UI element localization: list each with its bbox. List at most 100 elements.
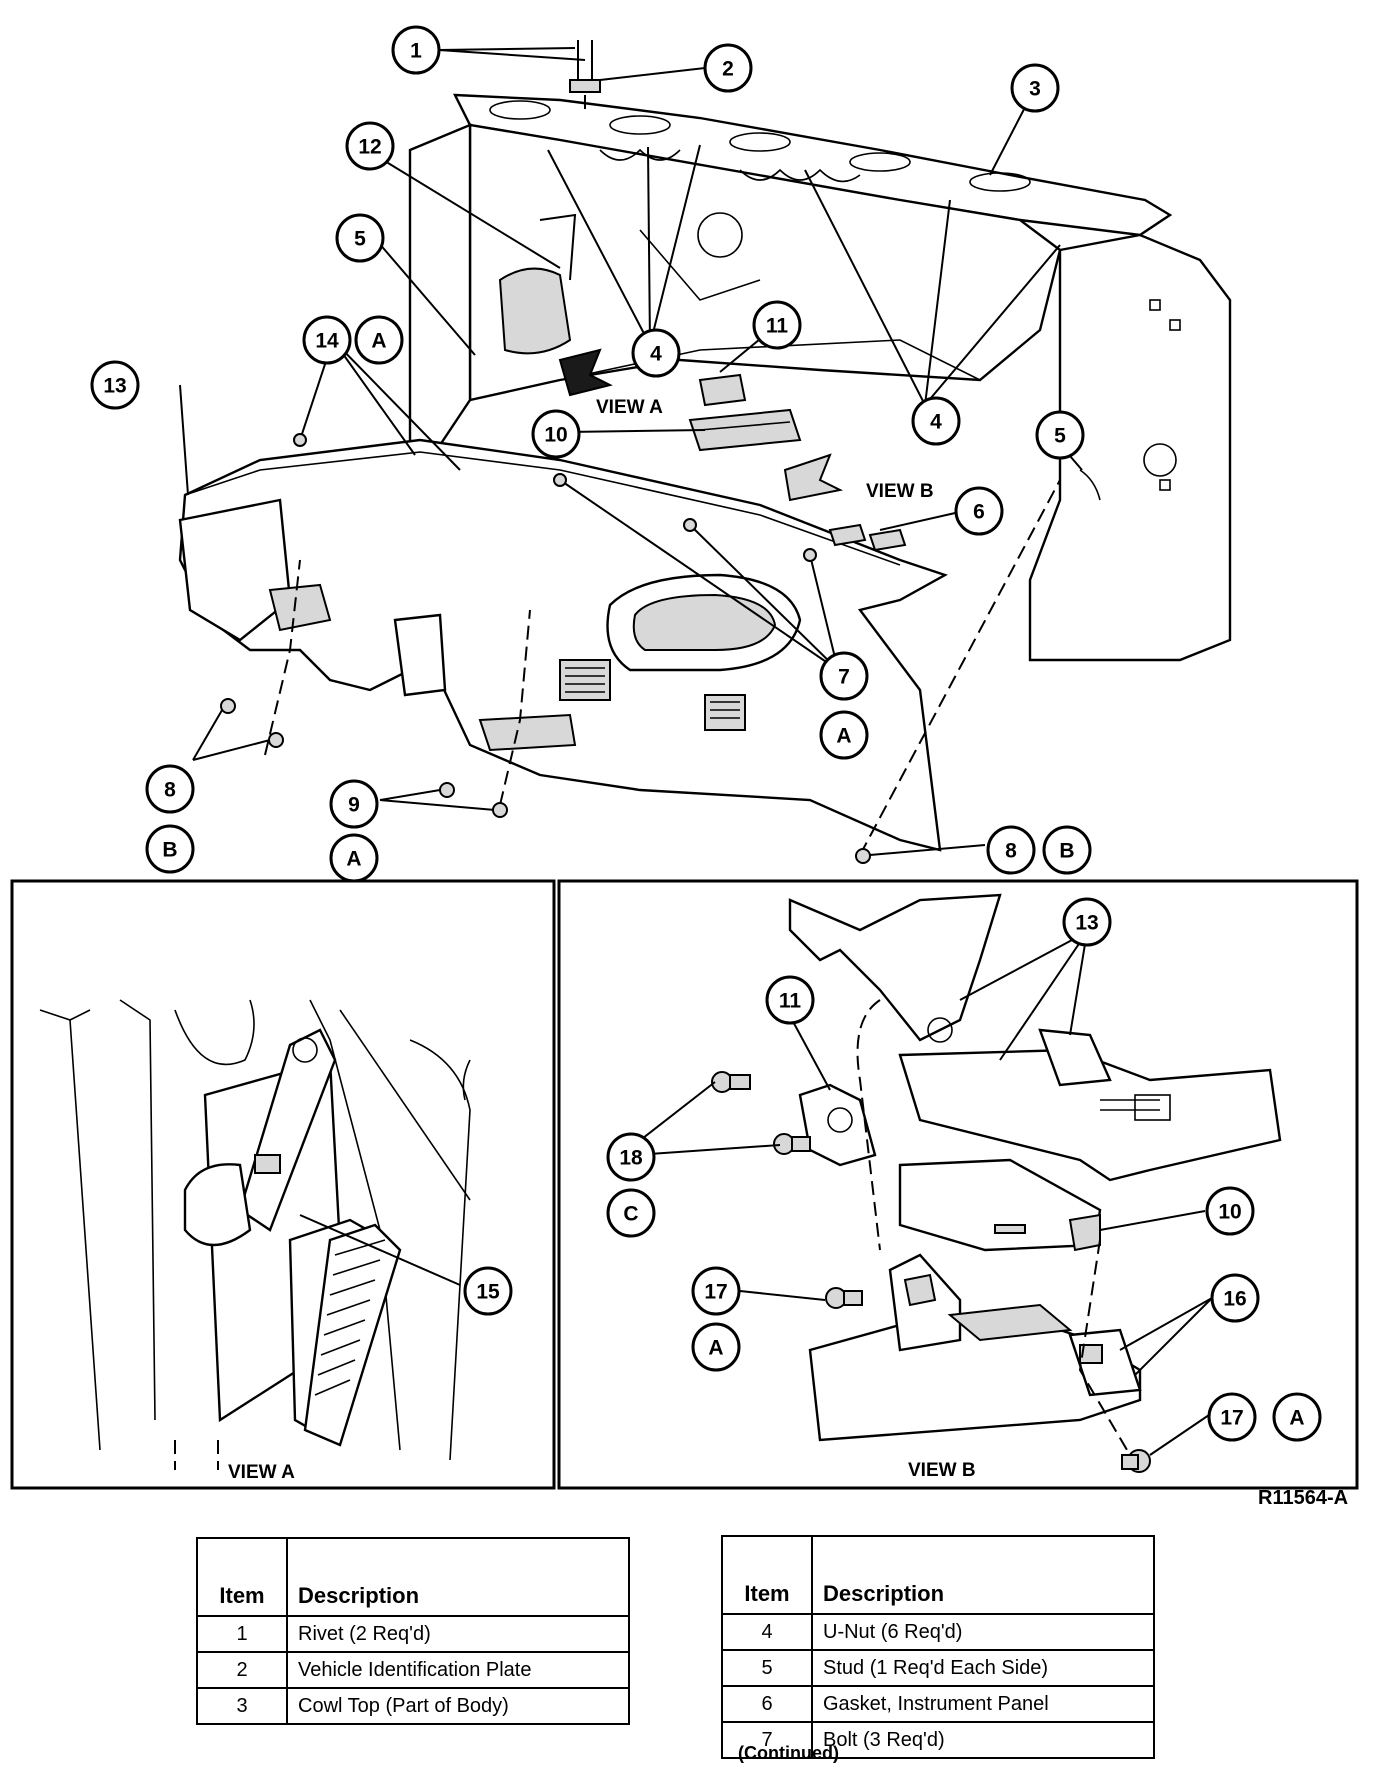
svg-text:A: A (371, 330, 386, 353)
table-row: 2 Vehicle Identification Plate (196, 1651, 630, 1689)
svg-text:6: 6 (973, 501, 985, 524)
figure-id: R11564-A (1258, 1487, 1349, 1509)
svg-text:A: A (346, 848, 361, 871)
view-a-arrow-label: VIEW A (596, 397, 663, 418)
legend-header-description: Description (286, 1537, 630, 1617)
svg-text:5: 5 (1054, 425, 1066, 448)
callout-a-top: A (354, 315, 404, 365)
svg-text:B: B (1059, 840, 1074, 863)
svg-text:8: 8 (1005, 840, 1017, 863)
legend-table-right: Item Description 4 U-Nut (6 Req'd) 5 Stu… (721, 1535, 1155, 1759)
table-row: 5 Stud (1 Req'd Each Side) (721, 1649, 1155, 1687)
callout-4-left: 4 (631, 328, 681, 378)
svg-text:16: 16 (1223, 1288, 1246, 1311)
legend-item-number: 4 (721, 1613, 813, 1651)
legend-item-number: 6 (721, 1685, 813, 1723)
callout-14: 14 (302, 315, 352, 365)
legend-item-description: U-Nut (6 Req'd) (811, 1613, 1155, 1651)
callout-8-right: 8 (986, 825, 1036, 875)
callout-view-b-16: 16 (1210, 1273, 1260, 1323)
fasteners (220, 433, 871, 864)
callout-view-b-10: 10 (1205, 1186, 1255, 1236)
svg-text:7: 7 (838, 666, 850, 689)
continued-note: (Continued) (738, 1743, 839, 1763)
svg-text:15: 15 (476, 1281, 500, 1304)
callout-5-right: 5 (1035, 410, 1085, 460)
table-row: 1 Rivet (2 Req'd) (196, 1615, 630, 1653)
callout-3: 3 (1010, 63, 1060, 113)
svg-text:10: 10 (1218, 1201, 1241, 1224)
legend-table-left: Item Description 1 Rivet (2 Req'd) 2 Veh… (196, 1537, 630, 1725)
callout-view-b-13: 13 (1062, 897, 1112, 947)
svg-text:11: 11 (779, 990, 802, 1013)
legend-item-description: Rivet (2 Req'd) (286, 1615, 630, 1653)
callout-b-right: B (1042, 825, 1092, 875)
svg-text:11: 11 (766, 315, 789, 338)
callout-view-b-18: 18 (606, 1132, 656, 1182)
svg-text:3: 3 (1029, 78, 1041, 101)
svg-text:5: 5 (354, 228, 366, 251)
svg-text:14: 14 (315, 330, 339, 353)
view-a-panel-label: VIEW A (228, 1462, 295, 1483)
svg-text:17: 17 (1220, 1407, 1243, 1430)
cowl-and-dash-panel (178, 93, 1232, 852)
svg-text:2: 2 (722, 58, 734, 81)
view-b-arrow-label: VIEW B (866, 481, 934, 502)
svg-text:17: 17 (704, 1281, 727, 1304)
callout-4-right: 4 (911, 396, 961, 446)
callout-view-b-a-right: A (1272, 1392, 1322, 1442)
legend-item-description: Cowl Top (Part of Body) (286, 1687, 630, 1725)
svg-text:C: C (623, 1203, 638, 1226)
svg-text:B: B (162, 839, 177, 862)
view-a-drawing (39, 999, 471, 1470)
svg-text:4: 4 (650, 343, 662, 366)
callout-view-b-c: C (606, 1188, 656, 1238)
legend-header-item: Item (196, 1537, 288, 1617)
callout-8-left: 8 (145, 764, 195, 814)
svg-text:18: 18 (619, 1147, 643, 1170)
callout-10: 10 (531, 409, 581, 459)
legend-item-description: Stud (1 Req'd Each Side) (811, 1649, 1155, 1687)
callout-view-b-11: 11 (765, 975, 815, 1025)
svg-text:10: 10 (544, 424, 567, 447)
callout-6: 6 (954, 486, 1004, 536)
legend-header-description: Description (811, 1535, 1155, 1615)
callout-view-b-17-right: 17 (1207, 1392, 1257, 1442)
callout-2: 2 (703, 43, 753, 93)
callout-9: 9 (329, 779, 379, 829)
callout-15: 15 (463, 1266, 513, 1316)
legend-item-description: Gasket, Instrument Panel (811, 1685, 1155, 1723)
svg-text:9: 9 (348, 794, 360, 817)
legend-item-number: 1 (196, 1615, 288, 1653)
callout-5-left: 5 (335, 213, 385, 263)
legend-item-number: 3 (196, 1687, 288, 1725)
callout-7: 7 (819, 651, 869, 701)
legend-header-item: Item (721, 1535, 813, 1615)
svg-text:8: 8 (164, 779, 176, 802)
view-a-panel (10, 879, 556, 1490)
legend-item-number: 2 (196, 1651, 288, 1689)
callout-11: 11 (752, 300, 802, 350)
view-b-leaders (619, 931, 1213, 1456)
view-b-panel (557, 879, 1359, 1490)
callout-b-left: B (145, 824, 195, 874)
callout-1: 1 (391, 25, 441, 75)
svg-text:13: 13 (103, 375, 126, 398)
legend-item-description: Bolt (3 Req'd) (811, 1721, 1155, 1759)
callout-view-b-17-left: 17 (691, 1266, 741, 1316)
view-b-drawing (711, 893, 1282, 1473)
callout-a-bottom: A (329, 833, 379, 883)
legend-item-number: 5 (721, 1649, 813, 1687)
table-row: 6 Gasket, Instrument Panel (721, 1685, 1155, 1723)
leader-lines (179, 47, 1083, 856)
svg-text:A: A (708, 1337, 723, 1360)
table-row: 4 U-Nut (6 Req'd) (721, 1613, 1155, 1651)
svg-text:12: 12 (358, 136, 381, 159)
rivet-and-vin-plate (569, 40, 601, 115)
view-b-panel-label: VIEW B (908, 1460, 976, 1481)
callout-a-mid: A (819, 710, 869, 760)
callout-13: 13 (90, 360, 140, 410)
table-row: 3 Cowl Top (Part of Body) (196, 1687, 630, 1725)
callout-12: 12 (345, 121, 395, 171)
